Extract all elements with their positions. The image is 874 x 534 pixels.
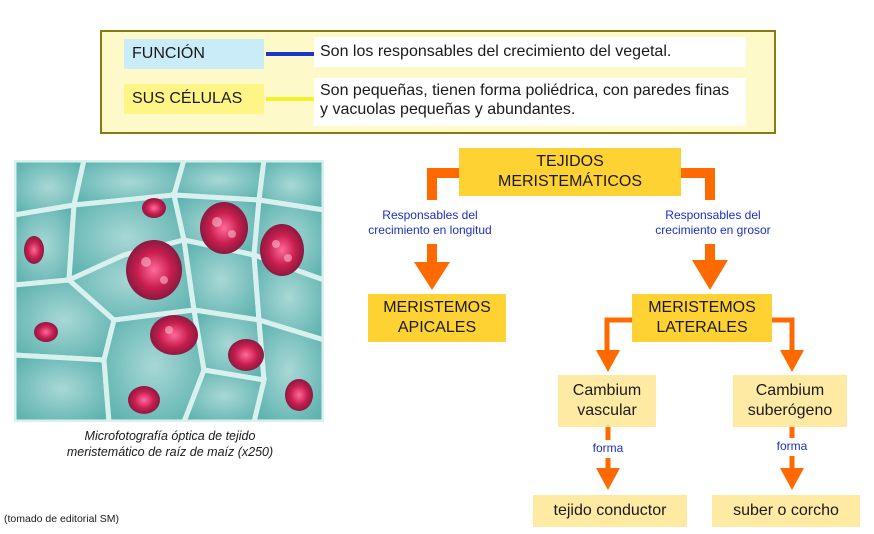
suber-line-2: suberógeno xyxy=(747,402,833,419)
vascular-line-2: vascular xyxy=(577,402,637,419)
node-suber-corcho: suber o corcho xyxy=(712,495,860,527)
root-line-1: TEJIDOS xyxy=(536,153,604,170)
node-tejidos-meristematicos: TEJIDOS MERISTEMÁTICOS xyxy=(459,148,681,196)
edge-right-line-2: crecimiento en grosor xyxy=(655,223,771,237)
node-tejido-conductor: tejido conductor xyxy=(533,495,687,527)
edge-left-line-2: crecimiento en longitud xyxy=(368,223,492,237)
apical-line-1: MERISTEMOS xyxy=(383,299,491,316)
arrowhead-apical xyxy=(414,262,450,290)
caption-line-1: Microfotografía óptica de tejido xyxy=(84,429,256,443)
arrowhead-vascular xyxy=(596,350,620,372)
celulas-connector xyxy=(266,97,314,101)
connector-root-left xyxy=(427,168,462,200)
edge-left-line-1: Responsables del xyxy=(382,208,478,222)
node-cambium-vascular: Cambium vascular xyxy=(558,375,656,427)
suber-line-1: Cambium xyxy=(755,382,825,399)
node-meristemos-laterales: MERISTEMOS LATERALES xyxy=(632,294,772,342)
celulas-label: SUS CÉLULAS xyxy=(124,84,264,114)
node-meristemos-apicales: MERISTEMOS APICALES xyxy=(368,294,506,342)
lateral-line-1: MERISTEMOS xyxy=(648,299,756,316)
edge-label-longitud: Responsables del crecimiento en longitud xyxy=(345,208,515,238)
arrowhead-lateral xyxy=(692,260,728,290)
celulas-text: Son pequeñas, tienen forma poliédrica, c… xyxy=(314,78,746,126)
apical-line-2: APICALES xyxy=(397,319,477,336)
funcion-connector xyxy=(266,52,314,56)
photo-caption: Microfotografía óptica de tejido meriste… xyxy=(10,428,330,460)
root-line-2: MERISTEMÁTICOS xyxy=(497,173,642,190)
funcion-label: FUNCIÓN xyxy=(124,39,264,69)
connector-lateral-left xyxy=(604,317,632,352)
edge-right-line-1: Responsables del xyxy=(665,208,761,222)
arrowhead-suber-corcho xyxy=(780,468,804,490)
edge-label-forma-right: forma xyxy=(776,439,808,453)
vascular-line-1: Cambium xyxy=(572,382,642,399)
connector-lateral-right xyxy=(770,317,795,352)
edge-label-forma-left: forma xyxy=(592,441,624,455)
lateral-line-2: LATERALES xyxy=(656,319,748,336)
arrowhead-suber xyxy=(780,350,804,372)
micrograph-image xyxy=(14,160,324,422)
arrowhead-tejido-conductor xyxy=(596,468,620,490)
funcion-text: Son los responsables del crecimiento del… xyxy=(314,37,746,67)
info-box: FUNCIÓN Son los responsables del crecimi… xyxy=(100,30,776,134)
node-cambium-suberogeno: Cambium suberógeno xyxy=(733,375,847,427)
source-note: (tomado de editorial SM) xyxy=(4,513,119,525)
caption-line-2: meristemático de raíz de maíz (x250) xyxy=(66,445,274,459)
edge-label-grosor: Responsables del crecimiento en grosor xyxy=(628,208,798,238)
connector-root-right xyxy=(680,168,715,200)
